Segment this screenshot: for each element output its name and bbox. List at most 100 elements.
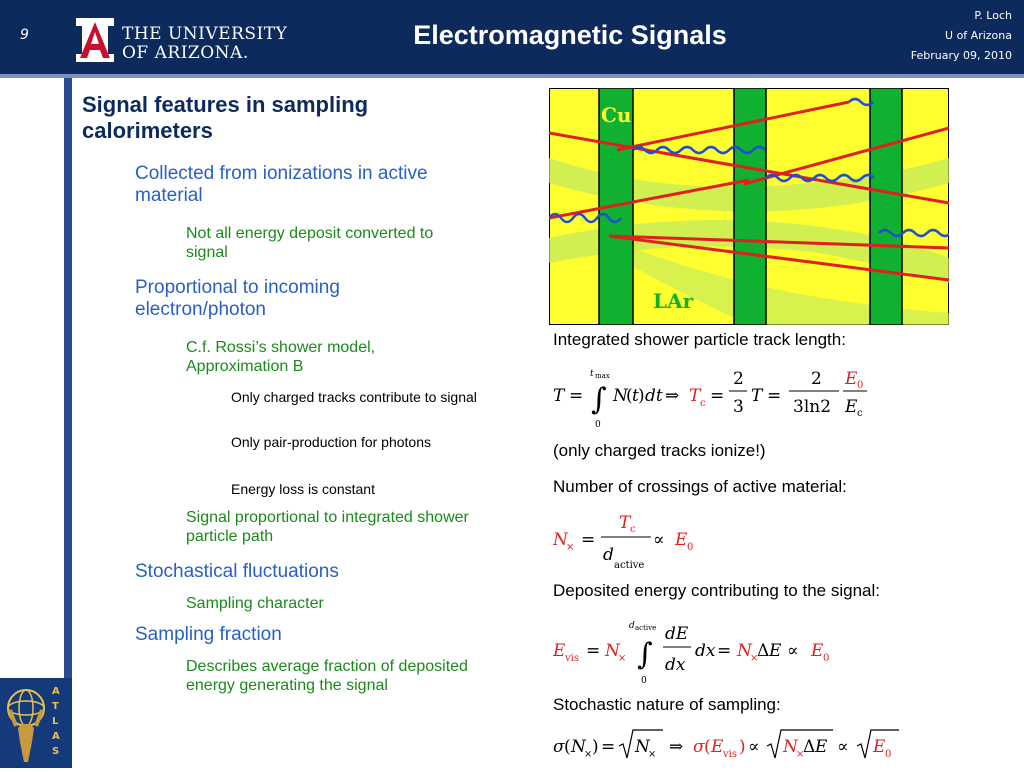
svg-text:E: E <box>553 641 566 661</box>
svg-text:×: × <box>796 749 804 760</box>
svg-text:active: active <box>614 560 644 571</box>
svg-text:T: T <box>619 513 632 533</box>
university-logo-icon <box>74 16 116 68</box>
svg-text:=: = <box>767 386 781 406</box>
bullet-l3: Signal proportional to integrated shower… <box>186 509 469 545</box>
svg-text:E: E <box>844 397 858 417</box>
svg-text:d: d <box>629 621 635 631</box>
svg-text:Δ: Δ <box>803 737 815 757</box>
svg-text:): ) <box>739 737 746 757</box>
bullet-l2: Proportional to incoming electron/photon <box>135 277 340 320</box>
svg-text:∝: ∝ <box>787 641 799 661</box>
atlas-letter: L <box>52 716 59 727</box>
svg-text:0: 0 <box>857 380 863 391</box>
svg-text:2: 2 <box>811 369 822 389</box>
svg-text:⇒: ⇒ <box>665 386 679 406</box>
header-bar <box>0 0 1024 78</box>
svg-text:T: T <box>751 386 764 406</box>
cu-label: Cu <box>601 103 631 127</box>
bullet-l2: Sampling fraction <box>135 624 282 645</box>
svg-text:N: N <box>570 737 587 757</box>
stochastic-text: Stochastic nature of sampling: <box>553 695 781 714</box>
svg-text:N: N <box>782 737 799 757</box>
bullet-l3: Describes average fraction of deposited … <box>186 658 468 694</box>
svg-text:×: × <box>584 749 592 760</box>
svg-text:Δ: Δ <box>757 641 769 661</box>
svg-text:0: 0 <box>595 420 601 430</box>
equation-deposited: E vis = N × ∫ d active 0 dE dx dx = N × … <box>552 614 853 692</box>
svg-text:(: ( <box>564 737 571 757</box>
svg-text:c: c <box>857 408 863 419</box>
svg-text:(: ( <box>704 737 711 757</box>
svg-text:E: E <box>810 641 824 661</box>
svg-text:N: N <box>612 386 629 406</box>
svg-text:=: = <box>569 386 583 406</box>
bullet-l2: Collected from ionizations in active mat… <box>135 163 428 206</box>
bullet-l3: Sampling character <box>186 595 324 612</box>
author: P. Loch <box>974 9 1012 22</box>
svg-text:×: × <box>750 653 758 664</box>
bullet-l3: C.f. Rossi’s shower model, Approximation… <box>186 339 376 375</box>
deposited-text: Deposited energy contributing to the sig… <box>553 581 880 600</box>
svg-text:E: E <box>872 737 886 757</box>
svg-text:T: T <box>689 386 702 406</box>
university-name: THE UNIVERSITY OF ARIZONA. <box>122 25 287 63</box>
svg-text:E: E <box>814 737 828 757</box>
bullet-l3: Not all energy deposit converted to sign… <box>186 225 434 261</box>
atlas-letter: T <box>52 701 59 712</box>
svg-text:E: E <box>768 641 782 661</box>
svg-text:=: = <box>586 641 600 661</box>
svg-text:=: = <box>717 641 731 661</box>
svg-text:E: E <box>844 369 858 389</box>
content-heading: Signal features in sampling calorimeters <box>82 92 369 143</box>
svg-text:0: 0 <box>823 653 829 664</box>
sidebar-band <box>64 78 72 768</box>
left-sidebar <box>0 78 64 768</box>
svg-text:∝: ∝ <box>837 737 849 757</box>
svg-text:×: × <box>648 749 656 760</box>
svg-text:σ: σ <box>553 737 565 757</box>
svg-text:N: N <box>634 737 651 757</box>
svg-text:3ln2: 3ln2 <box>793 397 831 417</box>
affiliation: U of Arizona <box>945 29 1012 42</box>
svg-text:3: 3 <box>733 397 744 417</box>
charged-note-text: (only charged tracks ionize!) <box>553 441 766 460</box>
header-stripe <box>0 74 1024 78</box>
svg-text:dx: dx <box>695 641 716 661</box>
svg-text:0: 0 <box>641 676 647 686</box>
svg-text:d: d <box>603 545 614 565</box>
crossings-text: Number of crossings of active material: <box>553 477 847 496</box>
calorimeter-figure: Cu LAr <box>548 87 964 326</box>
svg-text:×: × <box>618 653 626 664</box>
equation-track-length: T = ∫ t max 0 N ( t ) dt ⇒ T c = 2 3 T =… <box>553 364 883 436</box>
svg-text:dE: dE <box>665 624 689 644</box>
svg-text:c: c <box>700 398 706 409</box>
lar-label: LAr <box>653 289 694 313</box>
slide-title: Electromagnetic Signals <box>413 20 727 50</box>
svg-text:vis: vis <box>564 653 579 664</box>
svg-text:⇒: ⇒ <box>669 737 683 757</box>
equation-stochastic: σ ( N × ) = N × ⇒ σ ( E vis ) ∝ N × Δ E … <box>553 726 933 770</box>
atlas-logo-icon <box>0 678 72 768</box>
svg-text:): ) <box>638 386 645 406</box>
svg-text:(: ( <box>626 386 633 406</box>
svg-text:t: t <box>632 386 639 406</box>
svg-text:vis: vis <box>722 749 737 760</box>
university-line1: THE UNIVERSITY <box>122 24 288 44</box>
svg-text:∫: ∫ <box>637 637 653 672</box>
svg-text:∝: ∝ <box>653 530 665 550</box>
svg-text:∫: ∫ <box>591 382 607 417</box>
equation-crossings: N × = T c d active ∝ E 0 <box>552 508 753 580</box>
bullet-l4: Only charged tracks contribute to signal <box>231 389 477 405</box>
svg-text:max: max <box>595 372 610 380</box>
svg-text:t: t <box>590 369 594 379</box>
svg-text:): ) <box>592 737 599 757</box>
university-line2: OF ARIZONA. <box>122 43 249 63</box>
bullet-l2: Stochastical fluctuations <box>135 561 339 582</box>
svg-text:=: = <box>710 386 724 406</box>
atlas-letter: A <box>52 686 60 697</box>
svg-text:=: = <box>581 530 595 550</box>
svg-text:2: 2 <box>733 369 744 389</box>
slide-number: 9 <box>20 27 29 43</box>
svg-text:0: 0 <box>885 749 891 760</box>
